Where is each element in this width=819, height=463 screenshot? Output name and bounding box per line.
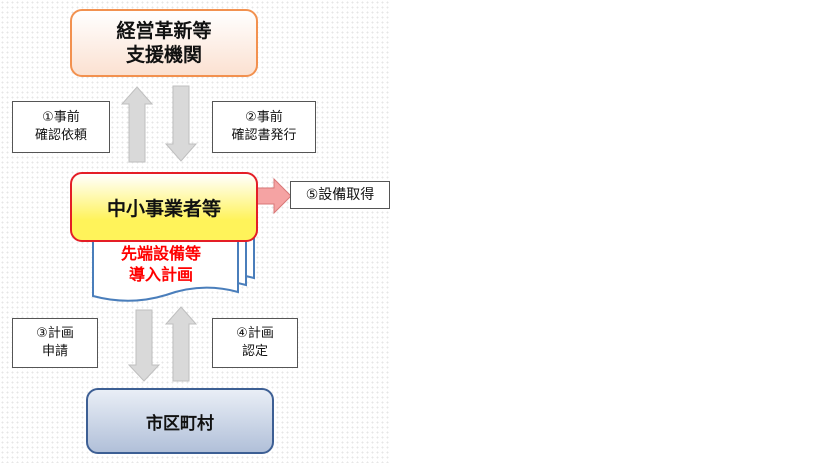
step2-label-box: ②事前 確認書発行	[212, 101, 316, 153]
arrow-down-step3	[127, 309, 161, 382]
step5-label: ⑤設備取得	[305, 187, 375, 203]
step5-label-box: ⑤設備取得	[290, 181, 390, 209]
plan-document-line2: 導入計画	[128, 265, 193, 284]
plan-document-text: 先端設備等 導入計画	[96, 243, 226, 285]
node-support-agency: 経営革新等 支援機関	[70, 9, 258, 77]
city-label: 市区町村	[146, 413, 214, 434]
plan-document-stack	[92, 225, 255, 302]
node-sme: 中小事業者等	[70, 172, 258, 242]
node-city: 市区町村	[86, 388, 274, 454]
step1-label-box: ①事前 確認依頼	[12, 101, 110, 153]
arrow-down-step2	[164, 85, 198, 162]
arrow-right-step5	[255, 177, 292, 215]
step2-label: ②事前 確認書発行	[231, 110, 297, 143]
step1-label: ①事前 確認依頼	[34, 110, 87, 143]
step4-label-box: ④計画 認定	[212, 318, 298, 368]
step3-label: ③計画 申請	[36, 326, 74, 359]
sme-label: 中小事業者等	[106, 197, 221, 220]
step3-label-box: ③計画 申請	[12, 318, 98, 368]
support-agency-line2: 支援機関	[125, 44, 202, 66]
plan-document-line1: 先端設備等	[120, 244, 201, 263]
support-agency-line1: 経営革新等	[116, 20, 212, 42]
arrow-up-step1	[120, 86, 154, 163]
arrow-up-step4	[164, 306, 198, 382]
step4-label: ④計画 認定	[236, 326, 274, 359]
plan-document-sheet-front	[92, 239, 239, 302]
